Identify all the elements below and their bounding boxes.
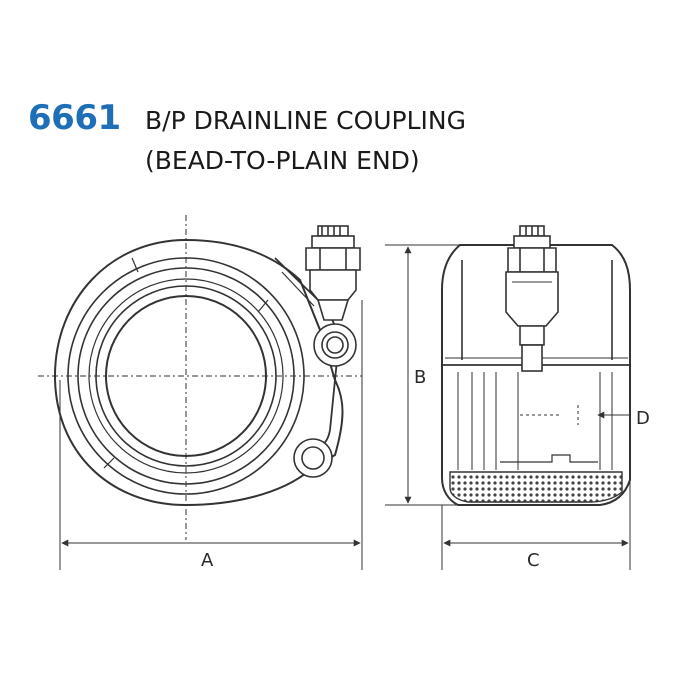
dim-b-label: B: [414, 367, 426, 388]
ring-4: [95, 285, 277, 467]
dim-d-label: D: [636, 408, 650, 429]
outer-ring: [67, 257, 305, 495]
model-number: 6661: [28, 98, 121, 138]
lower-pin-eye: [293, 438, 333, 478]
gripper-band: [449, 471, 623, 503]
title-block: 6661 B/P DRAINLINE COUPLING (BEAD-TO-PLA…: [0, 0, 675, 200]
front-view: [38, 215, 363, 570]
upper-pin-eye: [313, 323, 357, 367]
ring-2: [77, 267, 295, 485]
side-view: [385, 225, 631, 570]
side-bolt-assembly: [505, 225, 559, 372]
bolt-assembly: [305, 225, 361, 321]
ring-3: [88, 278, 284, 474]
bore-circle: [105, 295, 267, 457]
dim-c-label: C: [527, 550, 540, 571]
dim-a-label: A: [201, 550, 214, 571]
product-title: B/P DRAINLINE COUPLING: [145, 106, 467, 135]
side-body-outline: [441, 244, 631, 506]
housing-outline: [53, 238, 344, 507]
product-subtitle: (BEAD-TO-PLAIN END): [145, 146, 420, 175]
